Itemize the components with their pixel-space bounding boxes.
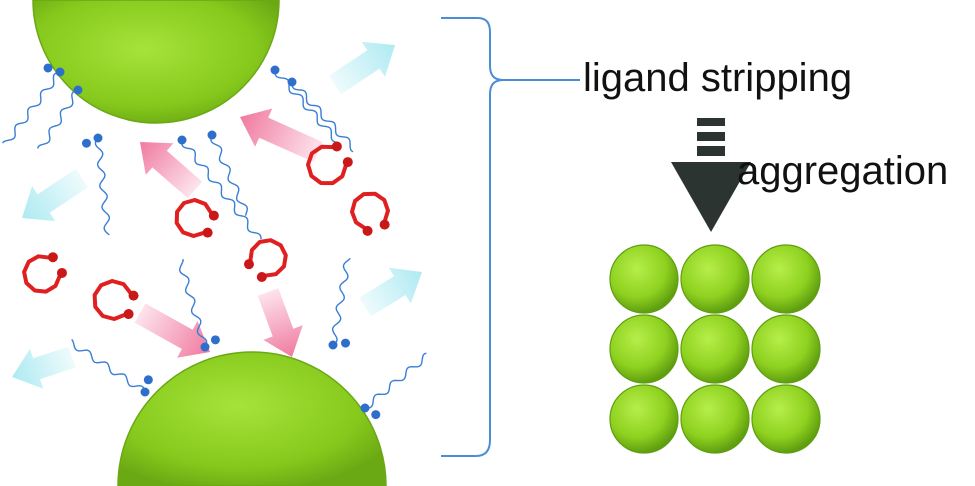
macrocycle-end-icon bbox=[47, 252, 58, 263]
nanoparticle-top bbox=[32, 0, 280, 124]
ligand-stripping-label: ligand stripping bbox=[583, 56, 853, 100]
ligand-head-icon bbox=[55, 67, 65, 77]
aggregate-nanoparticle-icon bbox=[751, 244, 821, 314]
cyan-motion-arrow-icon bbox=[328, 41, 395, 95]
macrocycle-icon bbox=[248, 238, 288, 278]
ligand-head-icon bbox=[371, 410, 381, 420]
pink-motion-arrow-icon bbox=[257, 288, 303, 357]
ligand-chain-icon bbox=[291, 81, 354, 153]
aggregate-nanoparticle-icon bbox=[680, 314, 750, 384]
ligand-head-icon bbox=[210, 335, 220, 345]
macrocycle-end-icon bbox=[331, 141, 342, 152]
bracket-icon bbox=[441, 17, 580, 457]
ligand-chain-icon bbox=[36, 89, 79, 149]
ligand-chain-icon bbox=[71, 339, 146, 393]
ligand-head-icon bbox=[287, 77, 297, 87]
cyan-motion-arrow-icon bbox=[12, 346, 76, 389]
macrocycle-end-icon bbox=[56, 267, 67, 278]
pink-motion-arrow-icon bbox=[240, 108, 323, 162]
ligand-chain-icon bbox=[94, 137, 110, 236]
macrocycle-icon bbox=[174, 198, 214, 238]
macrocycle-icon bbox=[350, 191, 390, 231]
aggregate-nanoparticle-icon bbox=[751, 384, 821, 454]
aggregate-nanoparticle-icon bbox=[751, 314, 821, 384]
aggregate-nanoparticle-icon bbox=[609, 384, 679, 454]
diagram-elements bbox=[1, 41, 821, 454]
cyan-motion-arrow-icon bbox=[359, 267, 422, 317]
ligand-chain-icon bbox=[364, 352, 427, 409]
ligand-head-icon bbox=[341, 338, 351, 348]
process-arrow-icon bbox=[671, 118, 751, 232]
ligand-head-icon bbox=[93, 133, 103, 143]
macrocycle-end-icon bbox=[362, 225, 373, 236]
ligand-chain-icon bbox=[178, 259, 208, 348]
ligand-head-icon bbox=[177, 135, 187, 145]
ligand-head-icon bbox=[270, 65, 280, 75]
pink-motion-arrow-icon bbox=[134, 303, 210, 358]
macrocycle-end-icon bbox=[128, 290, 139, 301]
macrocycle-icon bbox=[22, 254, 62, 294]
ligand-head-icon bbox=[360, 403, 370, 413]
cyan-motion-arrow-icon bbox=[22, 168, 89, 222]
ligand-chain-icon bbox=[274, 70, 338, 143]
ligand-head-icon bbox=[207, 130, 217, 140]
ligand-chain-icon bbox=[331, 257, 351, 346]
ligand-head-icon bbox=[140, 387, 150, 397]
ligand-chain-icon bbox=[210, 134, 249, 216]
macrocycle-end-icon bbox=[342, 157, 353, 168]
macrocycle-end-icon bbox=[379, 219, 390, 230]
ligand-chain-icon bbox=[1, 71, 61, 144]
ligand-head-icon bbox=[43, 63, 53, 73]
aggregate-nanoparticle-icon bbox=[680, 244, 750, 314]
ligand-head-icon bbox=[143, 375, 153, 385]
macrocycle-end-icon bbox=[256, 272, 267, 283]
aggregate-nanoparticle-icon bbox=[680, 384, 750, 454]
pink-motion-arrow-icon bbox=[140, 142, 203, 199]
nanoparticle-bottom bbox=[117, 351, 387, 486]
ligand-chain-icon bbox=[181, 139, 262, 240]
aggregate-nanoparticle-icon bbox=[609, 314, 679, 384]
macrocycle-icon bbox=[306, 144, 348, 186]
aggregation-label: aggregation bbox=[737, 149, 949, 193]
macrocycle-end-icon bbox=[123, 309, 134, 320]
aggregate-nanoparticle-icon bbox=[609, 244, 679, 314]
ligand-head-icon bbox=[73, 85, 83, 95]
macrocycle-end-icon bbox=[208, 210, 219, 221]
macrocycle-icon bbox=[92, 279, 133, 321]
macrocycle-end-icon bbox=[243, 259, 254, 270]
macrocycle-end-icon bbox=[202, 227, 213, 238]
ligand-head-icon bbox=[200, 342, 210, 352]
ligand-head-icon bbox=[328, 340, 338, 350]
ligand-head-icon bbox=[81, 138, 91, 148]
